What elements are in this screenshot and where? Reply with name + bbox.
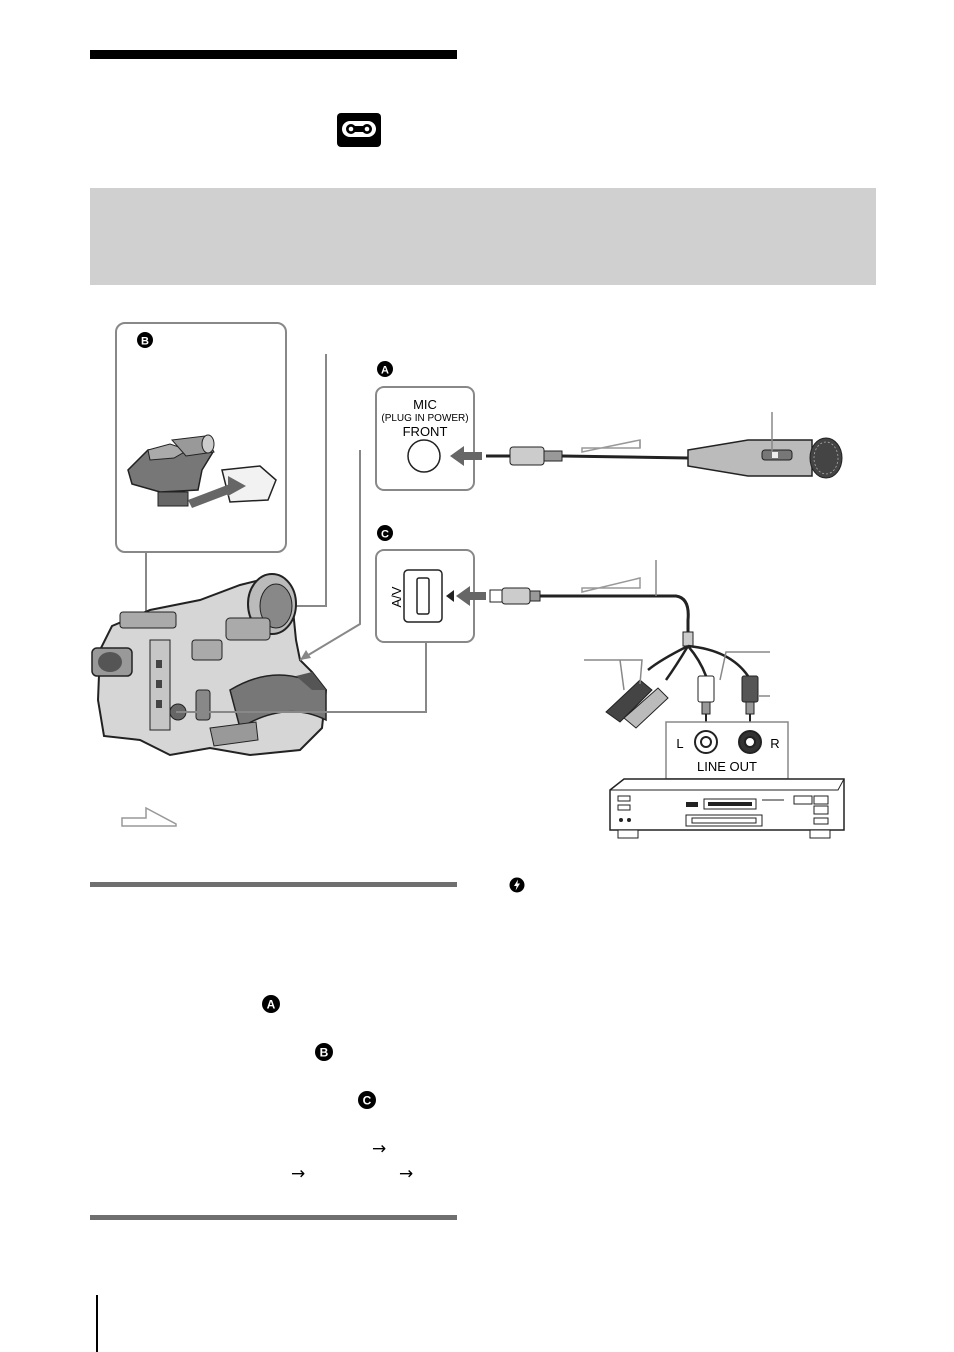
- marker-c-icon: C: [377, 525, 393, 541]
- signal-flow-arrow-icon: [121, 806, 177, 827]
- audio-plug-left: [697, 675, 715, 715]
- mic-insert-arrow: [450, 446, 482, 466]
- mic-cable: [561, 454, 689, 460]
- step-marker-b-icon: B: [315, 1043, 333, 1061]
- tip-icon: [509, 877, 525, 893]
- section-rule-top: [90, 882, 457, 887]
- audio-deck-illustration: [609, 778, 845, 839]
- section-banner: [90, 188, 876, 285]
- front-label: FRONT: [403, 424, 448, 439]
- av-label: A/V: [389, 586, 404, 607]
- video-plugs: [605, 679, 669, 729]
- svg-text:C: C: [381, 529, 389, 541]
- svg-text:B: B: [141, 336, 149, 348]
- svg-text:C: C: [363, 1093, 372, 1107]
- marker-b-icon: B: [137, 332, 153, 348]
- left-channel-label: L: [676, 736, 683, 751]
- menu-arrow-2: →: [291, 1164, 306, 1184]
- step-marker-c-icon: C: [358, 1091, 376, 1109]
- plug-in-power-label: (PLUG IN POWER): [381, 413, 468, 424]
- header-rule: [90, 50, 457, 59]
- av-plug: [489, 587, 541, 605]
- mic-jack-panel: [375, 386, 475, 491]
- connection-diagram: B A MIC (PLUG IN P: [91, 322, 845, 839]
- signal-arrow-mic: [581, 439, 641, 453]
- handheld-microphone: [687, 437, 843, 479]
- line-out-panel: [665, 721, 789, 780]
- mic-label: MIC: [413, 397, 437, 412]
- audio-plug-right: [741, 675, 759, 715]
- svg-text:A: A: [381, 365, 389, 377]
- right-channel-label: R: [770, 736, 779, 751]
- mic-jack: [407, 439, 441, 473]
- line-out-label: LINE OUT: [697, 759, 757, 774]
- menu-arrow-1: →: [372, 1139, 387, 1159]
- section-rule-bottom: [90, 1215, 457, 1220]
- page-margin-bar: [96, 1295, 98, 1352]
- marker-a-icon: A: [377, 361, 393, 377]
- av-insert-arrow: [456, 586, 486, 606]
- tape-icon: [337, 113, 381, 147]
- av-cable: [540, 594, 690, 640]
- menu-arrow-3: →: [399, 1164, 414, 1184]
- shoe-microphone-illustration: [127, 434, 277, 508]
- signal-arrow-av: [581, 577, 641, 593]
- camcorder-illustration: [91, 573, 328, 757]
- svg-text:B: B: [320, 1045, 329, 1059]
- svg-text:A: A: [267, 997, 276, 1011]
- step-marker-a-icon: A: [262, 995, 280, 1013]
- mic-plug: [486, 446, 563, 466]
